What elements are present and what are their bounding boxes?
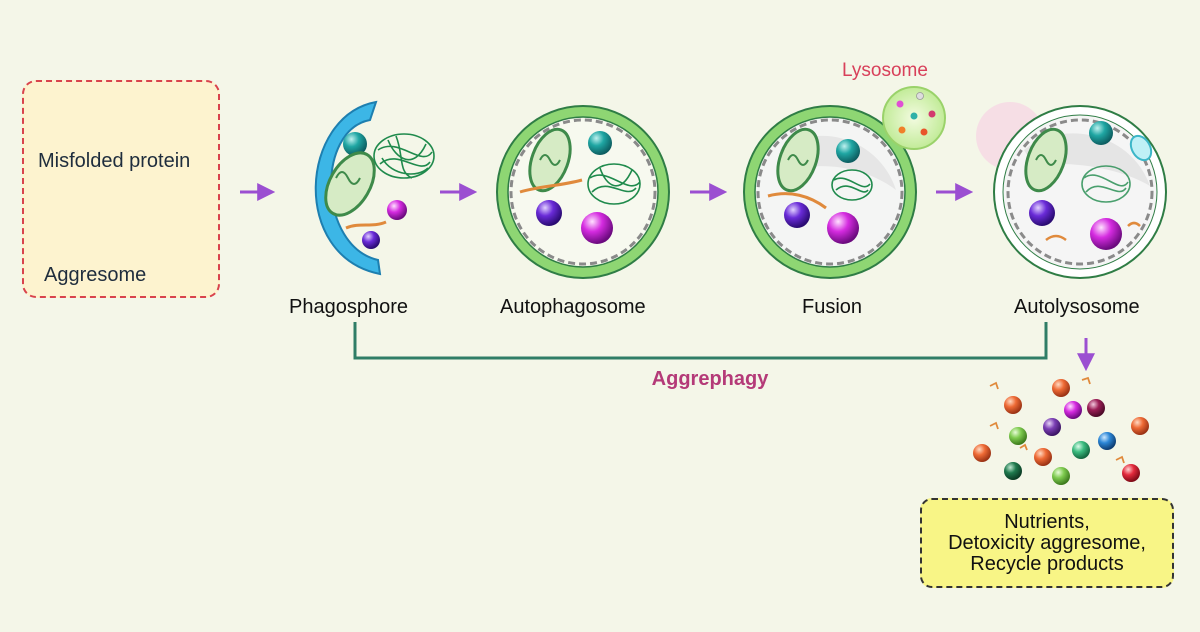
legend-aggresome-label: Aggresome bbox=[44, 264, 147, 286]
fusion-diagram bbox=[743, 105, 917, 279]
aggrephagy-label: Aggrephagy bbox=[651, 368, 769, 390]
stage-label-phagosphore: Phagosphore bbox=[289, 296, 408, 318]
result-line-detoxicity: Detoxicity aggresome, bbox=[948, 532, 1146, 554]
stage-label-autophagosome: Autophagosome bbox=[500, 296, 646, 318]
lysosome-label: Lysosome bbox=[842, 60, 928, 81]
legend-box bbox=[22, 80, 220, 298]
stage-label-autolysosome: Autolysosome bbox=[1014, 296, 1140, 318]
autolysosome-diagram bbox=[976, 102, 1167, 279]
aggrephagy-bracket bbox=[353, 322, 1048, 360]
flow-arrows bbox=[240, 183, 1095, 372]
result-line-recycle: Recycle products bbox=[970, 553, 1124, 575]
phagophore-diagram bbox=[314, 100, 435, 276]
stage-label-fusion: Fusion bbox=[802, 296, 863, 318]
lysosome-icon bbox=[882, 86, 946, 150]
legend-misfolded-protein-label: Misfolded protein bbox=[38, 150, 191, 172]
recycled-products-cluster bbox=[973, 376, 1149, 485]
result-box: Nutrients, Detoxicity aggresome, Recycle… bbox=[920, 498, 1174, 588]
autophagosome-diagram bbox=[496, 105, 670, 279]
result-line-nutrients: Nutrients, bbox=[1004, 511, 1090, 533]
